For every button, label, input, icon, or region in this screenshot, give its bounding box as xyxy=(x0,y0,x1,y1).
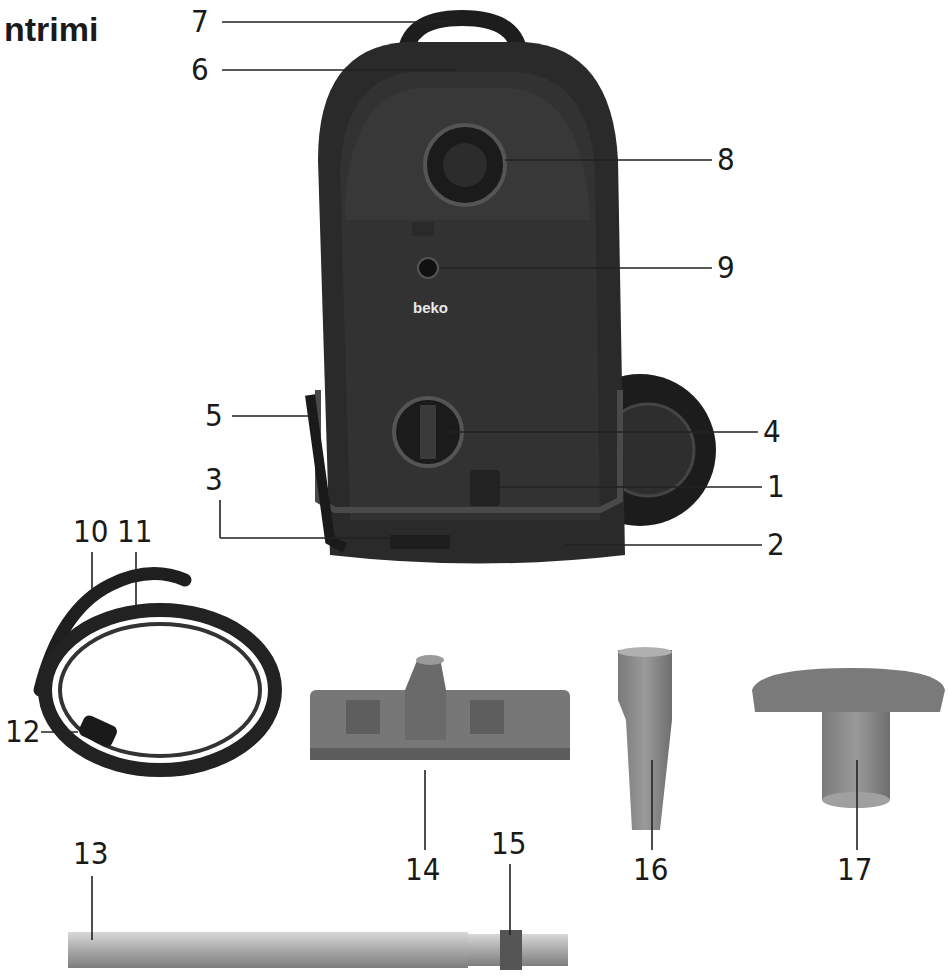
callout-number: 2 xyxy=(766,529,786,560)
callout-number: 11 xyxy=(116,516,153,547)
callout-number: 17 xyxy=(836,854,873,885)
callout-number: 4 xyxy=(762,416,782,447)
callout-number: 16 xyxy=(632,854,669,885)
callout-number: 12 xyxy=(4,716,41,747)
callout-number: 10 xyxy=(72,516,109,547)
callout-number: 5 xyxy=(204,400,224,431)
brand-logo: beko xyxy=(412,300,449,315)
callout-number: 6 xyxy=(190,54,210,85)
callout-number: 9 xyxy=(716,252,736,283)
callout-number: 15 xyxy=(490,828,527,859)
callout-number: 3 xyxy=(204,464,224,495)
callout-number: 7 xyxy=(190,6,210,37)
callout-number: 1 xyxy=(766,471,786,502)
callout-number: 13 xyxy=(72,838,109,869)
callout-number: 8 xyxy=(716,144,736,175)
section-heading: ntrimi xyxy=(4,12,98,46)
callout-number: 14 xyxy=(404,854,441,885)
